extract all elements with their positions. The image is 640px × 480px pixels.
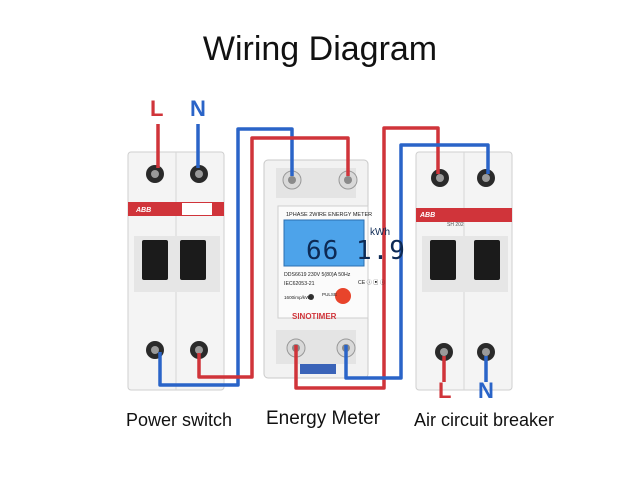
meter-spec: DDS6619 230V 5(80)A 50Hz bbox=[284, 272, 351, 278]
meter-header: 1PHASE 2WIRE ENERGY METER bbox=[286, 212, 373, 218]
screw-icon bbox=[440, 348, 448, 356]
page-title: Wiring Diagram bbox=[202, 30, 438, 68]
breaker-brand-stripe bbox=[416, 208, 512, 222]
pulse-led-icon bbox=[308, 294, 314, 300]
screw-icon bbox=[195, 170, 203, 178]
meter-reading: 66 1.9 bbox=[306, 236, 406, 266]
energy-meter-lcd bbox=[283, 219, 365, 267]
energy-meter-device bbox=[263, 159, 369, 379]
breaker-neutral-label: N bbox=[478, 378, 494, 403]
wire-meter-to-breaker-neutral bbox=[344, 143, 490, 380]
air-circuit-breaker-device bbox=[415, 151, 513, 391]
screw-icon bbox=[482, 348, 490, 356]
power-switch-caption: Power switch bbox=[126, 410, 233, 430]
breaker-handle-right[interactable] bbox=[474, 240, 500, 280]
breaker-brand: ABB bbox=[420, 212, 436, 219]
power-switch-handle-right[interactable] bbox=[180, 240, 206, 280]
energy-meter-din-clip bbox=[300, 364, 336, 374]
screw-icon bbox=[195, 346, 203, 354]
screw-icon bbox=[482, 174, 490, 182]
breaker-handle-left[interactable] bbox=[430, 240, 456, 280]
meter-brand: SINOTIMER bbox=[292, 312, 337, 321]
meter-impulse: 1600imp/kWh bbox=[284, 295, 313, 300]
power-switch-neutral-label: N bbox=[190, 96, 206, 121]
breaker-live-label: L bbox=[438, 378, 452, 403]
breaker-model: SH 202 bbox=[447, 222, 464, 228]
meter-pulse-label: PULSE bbox=[322, 292, 338, 297]
energy-meter-button[interactable] bbox=[335, 288, 351, 304]
power-switch-device bbox=[127, 151, 225, 391]
wire-switch-to-meter-2 bbox=[197, 136, 350, 379]
screw-icon bbox=[151, 346, 159, 354]
wire-meter-to-breaker-live bbox=[294, 126, 440, 390]
air-circuit-breaker-caption: Air circuit breaker bbox=[414, 410, 555, 430]
power-switch-brand: ABB bbox=[136, 207, 152, 214]
meter-unit: kWh bbox=[370, 227, 390, 238]
wires bbox=[156, 124, 490, 390]
power-switch-live-label: L bbox=[150, 96, 164, 121]
energy-meter-caption: Energy Meter bbox=[266, 408, 381, 429]
screw-icon bbox=[344, 176, 352, 184]
screw-icon bbox=[436, 174, 444, 182]
power-switch-label-plate bbox=[182, 203, 212, 215]
screw-icon bbox=[151, 170, 159, 178]
power-switch-handle-left[interactable] bbox=[142, 240, 168, 280]
meter-standard: IEC62053-21 bbox=[284, 281, 315, 287]
screw-icon bbox=[288, 176, 296, 184]
meter-certification-marks: CE ⓘ ▣ ⓘ bbox=[358, 280, 386, 286]
